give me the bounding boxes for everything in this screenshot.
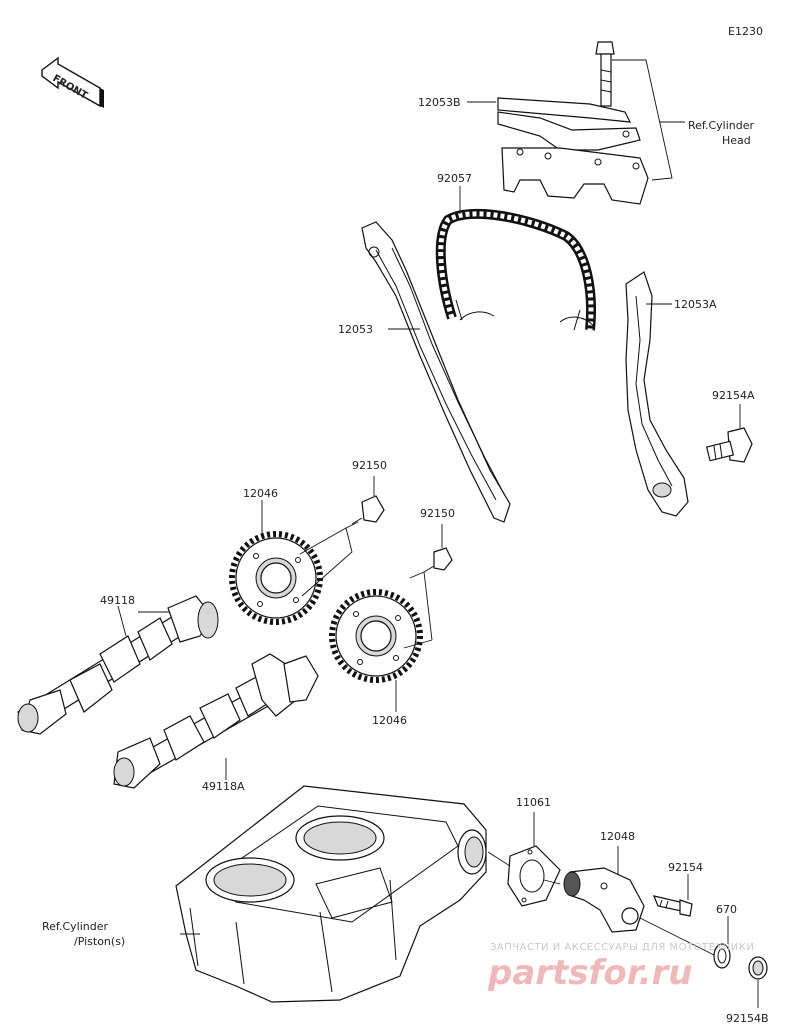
chain-guide-12053B xyxy=(467,41,685,205)
label-49118: 49118 xyxy=(100,594,135,607)
tensioner-12048 xyxy=(543,846,717,957)
sprocket-12046-upper xyxy=(229,531,323,625)
label-ref-cylinder-piston-1: Ref.Cylinder xyxy=(42,920,109,933)
camshaft-49118A xyxy=(113,653,319,789)
label-92154: 92154 xyxy=(668,861,703,874)
label-92057: 92057 xyxy=(437,172,472,185)
label-49118A: 49118A xyxy=(202,780,245,793)
watermark-line-1: ЗАПЧАСТИ И АКСЕССУАРЫ ДЛЯ МОТОТЕХНИКИ xyxy=(490,942,754,953)
label-ref-cylinder-head-1: Ref.Cylinder xyxy=(688,119,755,132)
bolt-92154 xyxy=(653,874,693,917)
label-12046-lower: 12046 xyxy=(372,714,407,727)
label-12053A: 12053A xyxy=(674,298,717,311)
label-12053: 12053 xyxy=(338,323,373,336)
o-ring-670 xyxy=(713,916,731,969)
label-92154A: 92154A xyxy=(712,389,755,402)
front-arrow-icon: FRONT xyxy=(41,56,104,108)
label-92150-upper: 92150 xyxy=(352,459,387,472)
watermark-line-2: partsfor.ru xyxy=(487,953,693,993)
label-92154B: 92154B xyxy=(726,1012,769,1025)
sprocket-12046-lower xyxy=(329,589,423,683)
label-12053B: 12053B xyxy=(418,96,461,109)
cylinder-head xyxy=(175,785,487,1003)
label-12046-upper: 12046 xyxy=(243,487,278,500)
plug-92154B xyxy=(748,956,768,1008)
label-12048: 12048 xyxy=(600,830,635,843)
label-ref-cylinder-piston-2: /Piston(s) xyxy=(74,935,125,948)
label-92150-lower: 92150 xyxy=(420,507,455,520)
label-11061: 11061 xyxy=(516,796,551,809)
camshaft-49118 xyxy=(16,595,219,735)
chain-guide-12053 xyxy=(361,221,511,523)
gasket-11061 xyxy=(487,812,561,907)
diagram-code: E1230 xyxy=(728,25,763,38)
label-670: 670 xyxy=(716,903,737,916)
watermark: ЗАПЧАСТИ И АКСЕССУАРЫ ДЛЯ МОТОТЕХНИКИ pa… xyxy=(487,942,754,993)
tensioner-guide-12053A xyxy=(625,271,689,517)
cam-chain-92057 xyxy=(435,186,596,331)
bolt-92150-upper xyxy=(138,476,385,613)
label-ref-cylinder-head-2: Head xyxy=(722,134,751,147)
bolt-92150-lower xyxy=(395,524,453,712)
bolt-92154A xyxy=(705,404,753,463)
